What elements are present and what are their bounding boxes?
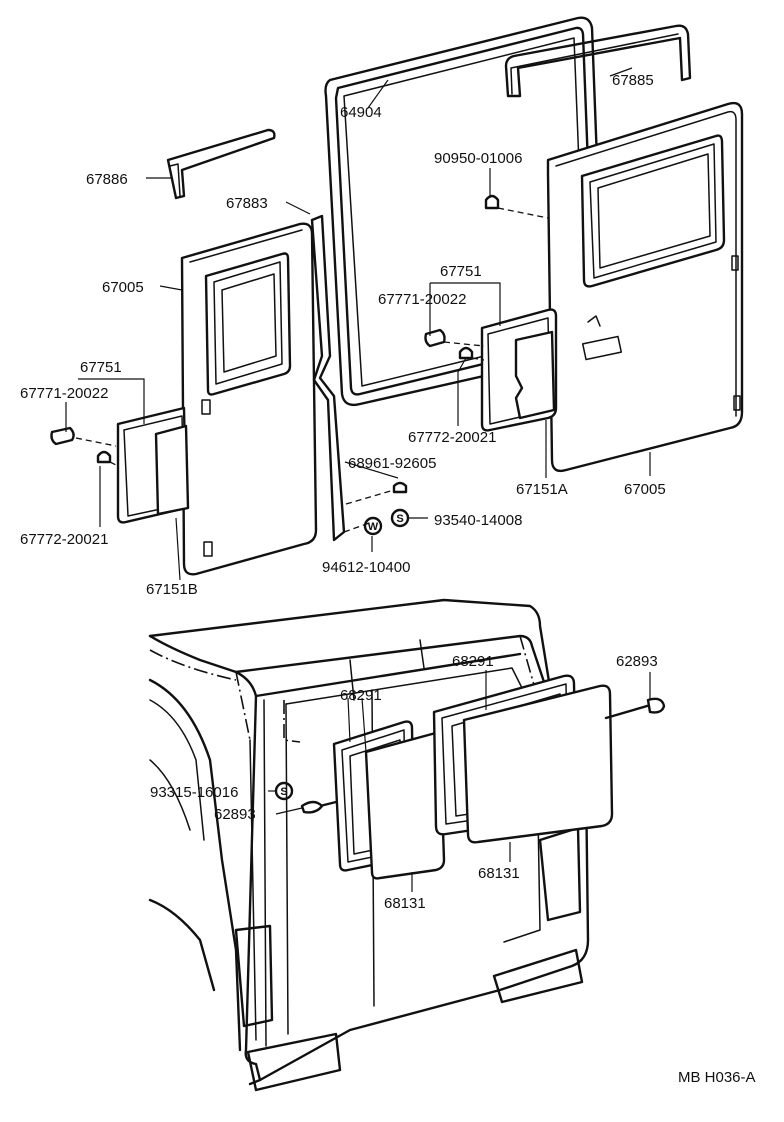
assembly-guides-upper xyxy=(75,207,549,533)
door-67005-right xyxy=(546,101,744,473)
label-68961-92605: 68961-92605 xyxy=(348,455,436,472)
label-67151A: 67151A xyxy=(516,481,568,498)
label-68291-right: 68291 xyxy=(452,653,494,670)
label-67751-left: 67751 xyxy=(80,359,122,376)
glass-right-assembly xyxy=(432,674,614,844)
leader-lines xyxy=(65,67,651,892)
label-68291-left: 68291 xyxy=(340,687,382,704)
label-68131-right: 68131 xyxy=(478,865,520,882)
label-67772-20021-left: 67772-20021 xyxy=(20,531,108,548)
label-67771-20022-left: 67771-20022 xyxy=(20,385,108,402)
label-67005-right: 67005 xyxy=(624,481,666,498)
door-67005-left xyxy=(180,222,318,576)
label-67005-left: 67005 xyxy=(102,279,144,296)
weatherstrip-67883 xyxy=(310,214,346,542)
label-67751-right: 67751 xyxy=(440,263,482,280)
van-body xyxy=(148,598,590,1092)
label-67772-20021-right: 67772-20021 xyxy=(408,429,496,446)
label-62893-left: 62893 xyxy=(214,806,256,823)
trim-67751-right xyxy=(480,308,558,432)
molding-67886 xyxy=(166,128,276,200)
label-67883: 67883 xyxy=(226,195,268,212)
label-67151B: 67151B xyxy=(146,581,198,598)
label-94612-10400: 94612-10400 xyxy=(322,559,410,576)
label-64904: 64904 xyxy=(340,104,382,121)
label-67771-20022-right: 67771-20022 xyxy=(378,291,466,308)
label-62893-right: 62893 xyxy=(616,653,658,670)
trim-67751-left xyxy=(116,406,190,524)
callout-labels: 64904 67885 67886 67883 90950-01006 6700… xyxy=(20,72,756,1086)
label-68131-left: 68131 xyxy=(384,895,426,912)
s-mark-93540: S xyxy=(396,513,403,525)
weatherstrip-67885 xyxy=(504,24,692,98)
label-67886: 67886 xyxy=(86,171,128,188)
w-mark: W xyxy=(368,521,379,533)
diagram-code: MB H036-A xyxy=(678,1069,756,1086)
window-stays-62893 xyxy=(300,697,666,814)
s-mark-93315: S xyxy=(280,786,287,798)
label-67885: 67885 xyxy=(612,72,654,89)
label-93540-14008: 93540-14008 xyxy=(434,512,522,529)
glass-left-assembly xyxy=(332,720,446,880)
label-93315-16016: 93315-16016 xyxy=(150,784,238,801)
label-90950-01006: 90950-01006 xyxy=(434,150,522,167)
